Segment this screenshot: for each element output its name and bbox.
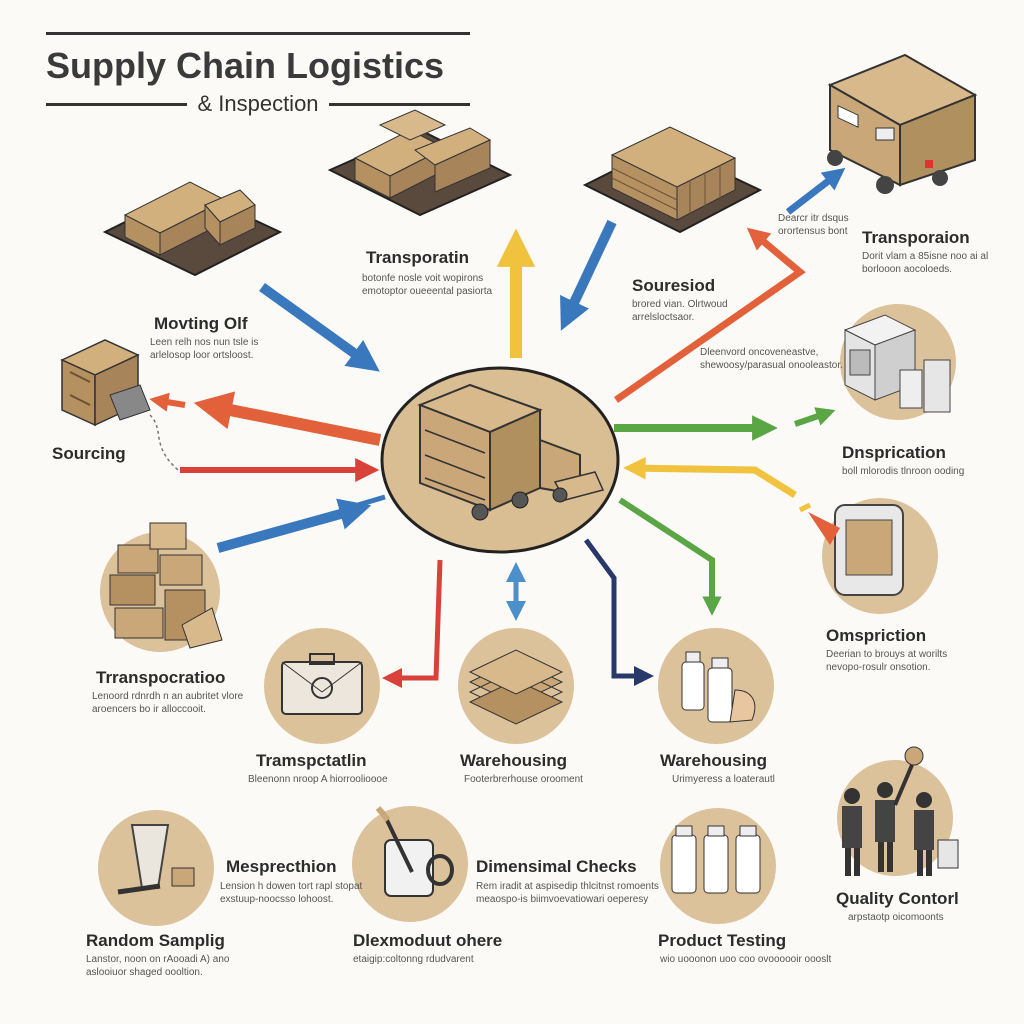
desc-dlexmodout: etaigip:coltonng rdudvarent: [353, 954, 474, 965]
arrow-yellow-short: [798, 502, 812, 513]
label-dimensional-checks: Dimensimal Checks: [476, 857, 637, 876]
pallet-crates-icon-top: [327, 109, 513, 217]
desc-transpctatlin: Bleenonn nroop A hiorroolioooe: [248, 774, 388, 785]
arrow-blue-lower: [216, 498, 372, 553]
arrow-navy-elbow: [583, 538, 654, 686]
label-transpctatlin: Tramspctatlin: [256, 751, 367, 770]
stacked-mats-circle: [458, 628, 574, 744]
label-transport-top: Transporatin: [366, 248, 469, 267]
desc-arrow-note-tr: Dearcr itr dsqus orortensus bont: [778, 213, 849, 237]
arrow-blue-from-moving: [259, 282, 380, 372]
briefcase-circle: [264, 628, 380, 744]
label-sourced: Souresiod: [632, 276, 716, 295]
arrow-orange-small: [149, 392, 186, 412]
subtitle-row: & Inspection: [46, 91, 471, 117]
desc-warehousing-center: Footerbrerhouse orooment: [464, 774, 583, 785]
label-sourcing: Sourcing: [52, 444, 126, 463]
person-icon: [914, 792, 959, 876]
box-truck-icon: [827, 53, 978, 194]
subtitle-rule-right: [328, 102, 471, 106]
center-hub: [380, 366, 620, 554]
label-product-testing: Product Testing: [658, 931, 787, 950]
arrow-blue-lower-small: [357, 494, 386, 508]
person-icon: [875, 746, 924, 872]
page-subtitle: & Inspection: [197, 91, 319, 116]
stacked-boxes-circle: [100, 522, 223, 652]
page-title: Supply Chain Logistics: [46, 45, 445, 86]
desc-transport-top: botonfe nosle voit wopirons emotoptor ou…: [362, 273, 493, 297]
person-icon: [842, 788, 862, 876]
dashed-connector: [149, 414, 179, 471]
subtitle-rule-left: [46, 102, 188, 106]
arrow-orange-tr: [614, 227, 806, 403]
arrow-orange-left: [193, 391, 382, 446]
label-random-sampling: Random Samplig: [86, 931, 225, 950]
arrow-green-small: [794, 407, 836, 427]
glass-circle: [98, 810, 214, 926]
arrow-blue-from-sourced: [560, 219, 617, 331]
desc-transport-tr: Dorit vlam a 85isne noo ai al borlooon a…: [862, 251, 989, 275]
label-omspriction: Omspriction: [826, 626, 927, 645]
desc-arrow-note-r: Dleenvord oncoveneastve, shewoosy/parasu…: [700, 347, 843, 371]
arrow-red-elbow: [382, 559, 443, 688]
label-warehousing-right: Warehousing: [660, 751, 768, 770]
desc-product-testing: wio uooonon uoo coo ovoooooir oooslt: [660, 954, 832, 965]
desc-moving-off: Leen relh nos nun tsle is arlelosop loor…: [150, 337, 259, 361]
label-warehousing-center: Warehousing: [460, 751, 568, 770]
desc-dimensional-checks: Rem iradit at aspisedip thlcitnst romoen…: [476, 881, 659, 905]
desc-quality-control: arpstaotp oicomoonts: [848, 912, 944, 923]
label-transport-tr: Transporaion: [862, 228, 970, 247]
truck-icon: [417, 383, 605, 521]
desc-sourced: brored vian. Olrtwoud arrelsloctsaor.: [632, 299, 728, 323]
bottles-hand-circle: [658, 628, 774, 744]
title-rule: [46, 32, 470, 35]
arrow-green-down: [618, 497, 722, 616]
label-mespreclion: Mesprecthion: [226, 857, 337, 876]
pallet-crates-icon-right: [582, 126, 763, 234]
desc-warehousing-right: Urimyeress a loaterautl: [672, 774, 775, 785]
desc-mespreclion: Lension h dowen tort rapl stopat exstuup…: [220, 881, 363, 905]
label-transportatioo: Trranspocratioo: [96, 668, 226, 687]
jar-brush-circle: [352, 806, 468, 922]
arrows: [149, 167, 846, 688]
label-quality-control: Quality Contorl: [836, 889, 959, 908]
tablet-circle: [808, 498, 938, 614]
appliance-circle: [840, 304, 956, 420]
label-dnspriration: Dnsprication: [842, 443, 946, 462]
bottles-circle: [660, 808, 776, 924]
desc-dnspriration: boll mlorodis tlnroon ooding: [842, 466, 965, 477]
title-block: Supply Chain Logistics & Inspection: [46, 32, 471, 117]
team-circle: [837, 746, 959, 876]
arrow-blue-to-truck: [785, 167, 846, 215]
wooden-crate-icon: [60, 339, 151, 427]
arrow-yellow-right: [623, 457, 797, 498]
label-dlexmodout: Dlexmoduut ohere: [353, 931, 503, 950]
desc-omspriction: Deerian to brouys at worilts nevopo-rosu…: [826, 649, 948, 673]
pallet-crates-icon-left: [102, 181, 283, 277]
desc-random-sampling: Lanstor, noon on rAooadi A) ano aslooiuo…: [86, 954, 230, 978]
label-moving-off: Movting Olf: [154, 314, 248, 333]
desc-transportatioo: Lenoord rdnrdh n an aubritet vlore aroen…: [92, 691, 244, 715]
